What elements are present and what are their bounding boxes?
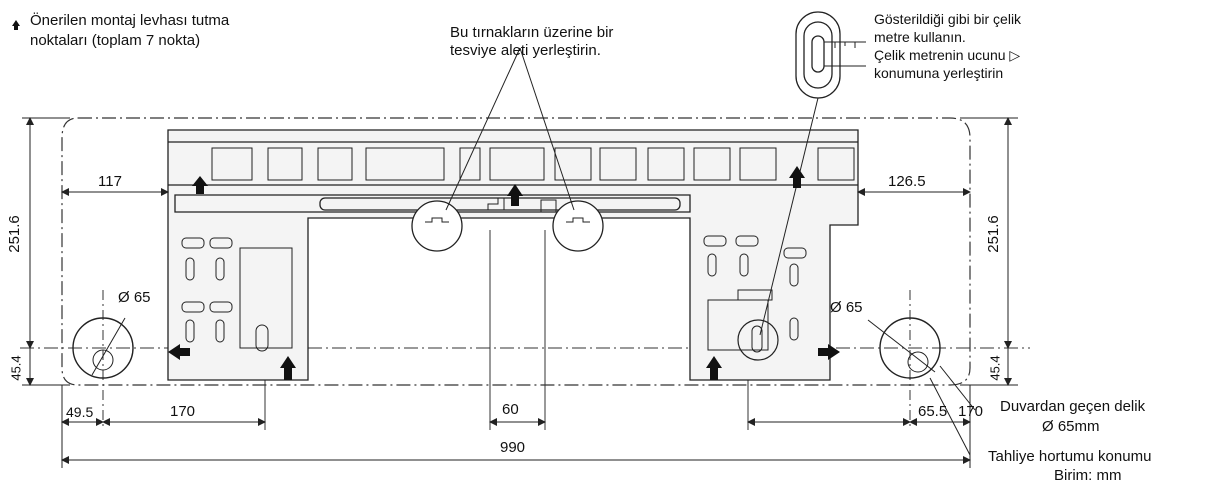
wall-hole-note-line1: Duvardan geçen delik — [1000, 398, 1146, 415]
dim-left-hole-dia: Ø 65 — [118, 289, 151, 306]
holding-points-note-line2: noktaları (toplam 7 nokta) — [30, 32, 201, 49]
legend-arrow-icon — [12, 20, 20, 30]
holding-points-note-line1: Önerilen montaj levhası tutma — [30, 12, 230, 29]
dim-height-right: 251.6 — [984, 215, 1002, 253]
left-leg-slots — [181, 237, 293, 352]
left-wall-hole — [72, 317, 134, 379]
right-drain-circle — [907, 351, 929, 373]
dim-center: 60 — [502, 401, 519, 418]
dim-total: 990 — [500, 439, 526, 456]
dim-right-edge: 65.5 — [918, 403, 948, 420]
indoor-unit-outline — [61, 117, 971, 386]
dim-right-hole-dia: Ø 65 — [830, 299, 863, 316]
dim-right-span: 170 — [958, 403, 984, 420]
left-drain-circle — [92, 349, 114, 371]
dim-low-left: 45.4 — [8, 355, 24, 381]
tape-measure-detail — [795, 11, 866, 99]
holding-point-arrows — [168, 166, 840, 380]
level-tab-right — [552, 200, 604, 252]
level-note-line2: tesviye aleti yerleştirin. — [450, 42, 601, 59]
tape-note-line3: Çelik metrenin ucunu ▷ — [874, 47, 1021, 63]
right-wall-hole — [879, 317, 941, 379]
dim-left-span: 170 — [170, 403, 196, 420]
dim-low-right: 45.4 — [987, 355, 1003, 381]
plate-top-slots — [211, 147, 855, 181]
level-note-line1: Bu tırnakların üzerine bir — [450, 24, 614, 41]
wall-hole-note-line2: Ø 65mm — [1042, 418, 1100, 435]
drain-note: Tahliye hortumu konumu — [988, 448, 1152, 465]
dimension-lines — [22, 117, 1018, 468]
unit-note: Birim: mm — [1054, 467, 1122, 484]
tape-note-line4: konumuna yerleştirin — [874, 65, 1004, 81]
dim-left-offset: 117 — [98, 173, 122, 190]
right-leg-slots — [703, 235, 807, 351]
dim-left-edge: 49.5 — [66, 404, 94, 420]
tape-note-line1: Gösterildiği gibi bir çelik — [874, 11, 1022, 27]
tape-note-line2: metre kullanın. — [874, 29, 966, 45]
mounting-plate — [167, 129, 859, 381]
level-tab-left — [411, 200, 463, 252]
dim-right-offset: 126.5 — [888, 173, 926, 190]
dim-height-left: 251.6 — [5, 215, 23, 253]
